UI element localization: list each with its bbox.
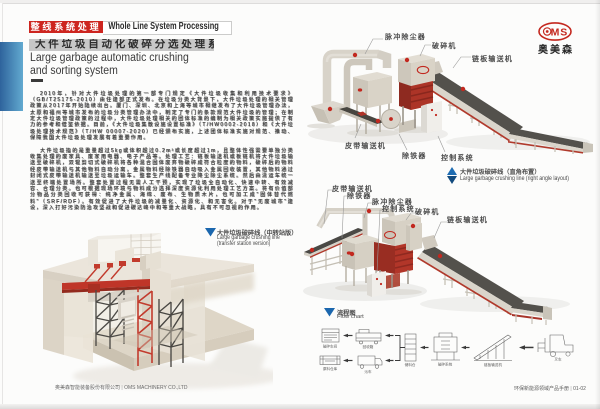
svg-text:破碎车间: 破碎车间: [323, 344, 338, 349]
svg-text:回收箱: 回收箱: [363, 344, 374, 349]
svg-text:污车: 污车: [364, 369, 372, 374]
svg-text:破碎系统: 破碎系统: [438, 362, 453, 367]
svg-text:原料仓库: 原料仓库: [323, 366, 338, 371]
svg-text:S: S: [560, 26, 567, 38]
svg-text:链板输送机: 链板输送机: [484, 362, 502, 367]
svg-text:叉车: 叉车: [554, 357, 562, 362]
svg-text:M: M: [551, 26, 560, 38]
svg-text:储料仓: 储料仓: [405, 362, 416, 367]
